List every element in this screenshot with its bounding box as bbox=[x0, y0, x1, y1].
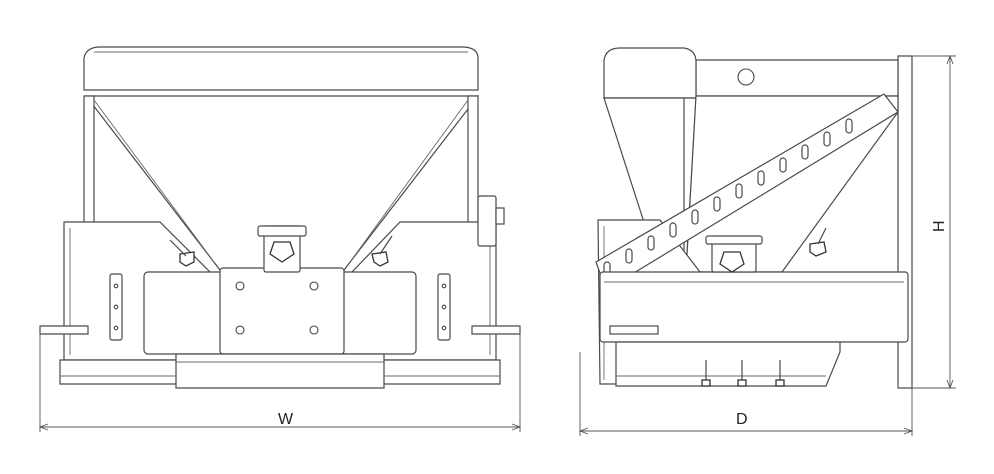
depth-label: D bbox=[736, 411, 748, 428]
depth-dimension: D bbox=[578, 352, 914, 436]
front-chute bbox=[175, 353, 385, 389]
front-view bbox=[39, 46, 521, 389]
front-left-knob bbox=[179, 251, 195, 267]
side-knob bbox=[809, 241, 827, 257]
side-center-knob bbox=[719, 251, 745, 273]
side-bottom-bolts bbox=[701, 360, 785, 387]
height-dimension: H bbox=[912, 54, 956, 390]
front-right-foot bbox=[471, 325, 521, 335]
front-motor-plate bbox=[219, 267, 345, 355]
front-center-knob bbox=[269, 241, 295, 263]
side-brace-slots bbox=[603, 118, 853, 277]
side-view bbox=[595, 47, 913, 389]
side-hopper-lid bbox=[603, 47, 697, 99]
front-hopper-lid bbox=[83, 46, 479, 91]
height-label: H bbox=[931, 220, 948, 232]
width-dimension: W bbox=[38, 334, 522, 432]
side-lifting-hole bbox=[737, 68, 755, 86]
width-label: W bbox=[278, 411, 294, 428]
front-left-foot bbox=[39, 325, 89, 335]
side-lower-chute bbox=[615, 341, 841, 387]
front-right-knob bbox=[371, 251, 389, 267]
front-control-box bbox=[477, 195, 497, 247]
side-top-frame bbox=[695, 59, 899, 97]
